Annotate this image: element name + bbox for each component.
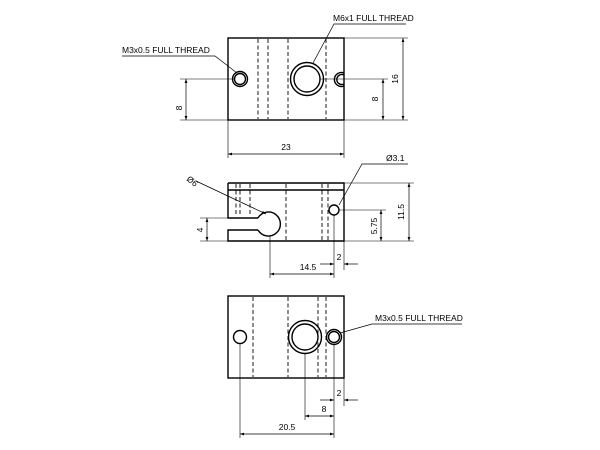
top-m6-callout: M6x1 FULL THREAD [333, 13, 414, 23]
dim-23-label: 23 [281, 142, 291, 152]
top-view: M6x1 FULL THREAD M3x0.5 FULL THREAD 16 8… [122, 13, 414, 158]
mid-dia6-callout: Ø6 [185, 174, 200, 189]
dim-4-label: 4 [195, 227, 205, 232]
bottom-view: M3x0.5 FULL THREAD 2 8 20.5 [227, 295, 463, 438]
dim-16-label: 16 [390, 74, 400, 84]
top-m6-hole-outer [289, 61, 325, 97]
dim-8-left-label: 8 [174, 105, 184, 110]
top-m6-leader [312, 23, 406, 64]
top-m3-hole-inner [233, 72, 247, 86]
bot-m3-callout: M3x0.5 FULL THREAD [375, 313, 463, 323]
bot-left-hole [232, 329, 248, 345]
mid-dia6-bore [257, 211, 282, 237]
middle-view: Ø6 Ø3.1 11.5 5.75 4 14.5 2 [185, 153, 414, 278]
bot-bore-inner [291, 323, 319, 351]
mid-dia3-hole [328, 204, 340, 216]
dim-14-5-label: 14.5 [300, 262, 317, 272]
top-m6-hole-inner [293, 65, 321, 93]
top-side-hole [333, 71, 345, 88]
mid-dia3-callout: Ø3.1 [386, 153, 405, 163]
dim-5-75-label: 5.75 [369, 217, 379, 234]
bot-m3-leader [339, 323, 462, 334]
top-m3-callout: M3x0.5 FULL THREAD [122, 45, 210, 55]
dim-11-5-label: 11.5 [396, 204, 406, 220]
bottom-view-outline [227, 295, 345, 379]
dim-2-bot-label: 2 [337, 388, 342, 398]
mid-dia3-leader [338, 163, 408, 206]
dim-8-bot-label: 8 [322, 404, 327, 414]
mid-dia6-leader [195, 180, 267, 215]
bot-m3-hole-inner [327, 330, 341, 344]
dim-2-mid-label: 2 [337, 252, 342, 262]
bot-m3-hole-outer [325, 328, 343, 346]
dim-8-right-label: 8 [370, 96, 380, 101]
top-side-hole-inner [336, 73, 345, 86]
bot-bore-outer [287, 319, 323, 355]
dim-20-5-label: 20.5 [279, 422, 296, 432]
top-m3-leader [122, 55, 238, 74]
